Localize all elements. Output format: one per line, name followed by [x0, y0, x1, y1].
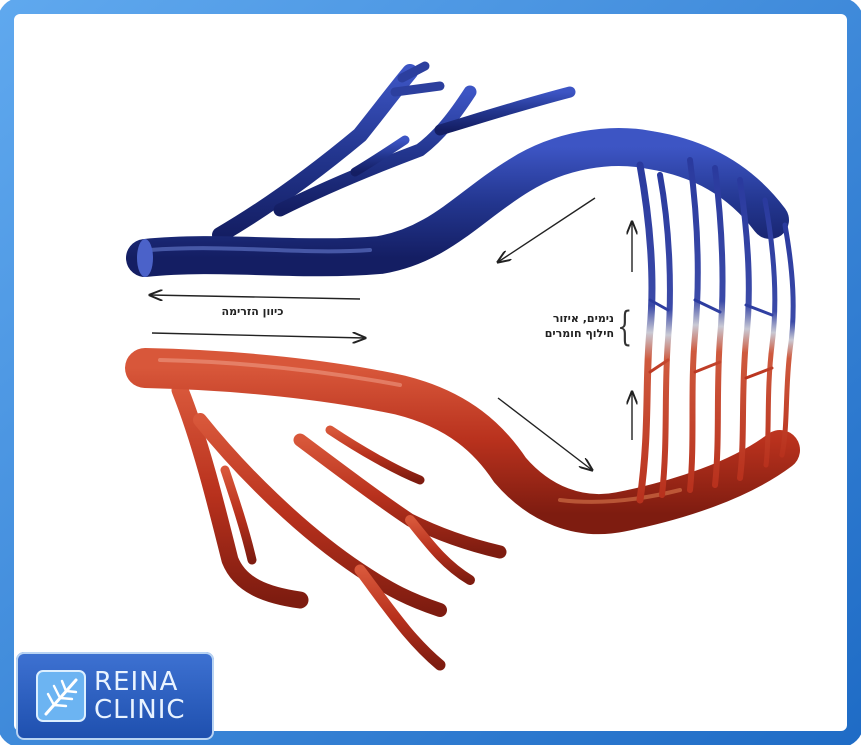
capillary-zone-label-line1: נימים, איזור — [510, 312, 614, 325]
capillary-zone-label-line2: חילוף חומרים — [510, 327, 614, 340]
capillary-zone-brace: { — [617, 307, 632, 347]
logo-text-reina: REINA — [94, 668, 178, 696]
leaf-icon — [36, 670, 86, 722]
logo-text-clinic: CLINIC — [94, 696, 186, 724]
flow-direction-label: כיוון הזרימה — [195, 305, 310, 318]
clinic-logo: REINA CLINIC — [16, 652, 214, 740]
